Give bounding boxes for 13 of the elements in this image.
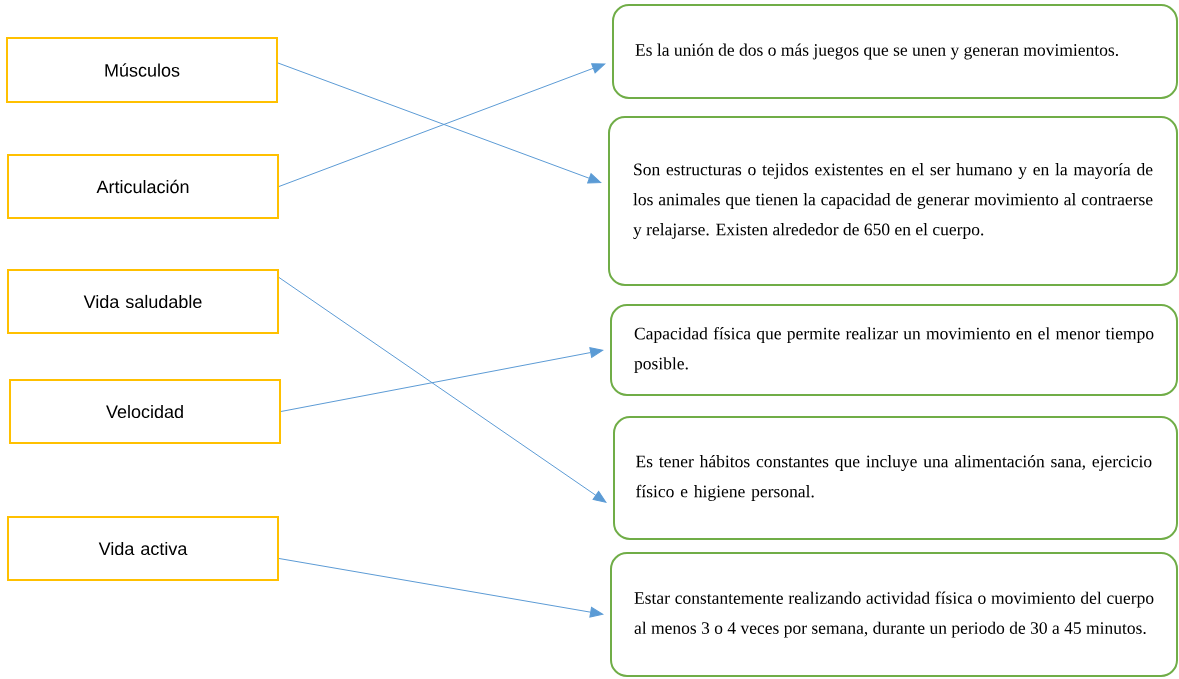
arrow bbox=[278, 558, 604, 618]
definition-box: Capacidad física que permite realizar un movimiento en el menor tiempo posible. bbox=[610, 304, 1178, 396]
definition-box: Estar constantemente realizando actividad física o movimiento del cuerpo al menos 3 o 4 veces por semana, durante un periodo de 30 a 45 minutos. bbox=[610, 552, 1178, 677]
term-box: Velocidad bbox=[9, 379, 281, 444]
definition-box: Es tener hábitos constantes que incluye una alimentación sana, ejercicio físico e higiene personal. bbox=[613, 416, 1178, 540]
term-box: Músculos bbox=[6, 37, 278, 103]
definition-box: Es la unión de dos o más juegos que se unen y generan movimientos. bbox=[612, 4, 1178, 99]
arrow bbox=[280, 347, 604, 412]
definition-box: Son estructuras o tejidos existentes en el ser humano y en la mayoría de los animales que tienen la capacidad de generar movimiento al contraerse y relajarse. Existen alrededor de 650 en el cuerpo. bbox=[608, 116, 1178, 286]
term-box: Vida activa bbox=[7, 516, 279, 581]
term-box: Vida saludable bbox=[7, 269, 279, 334]
arrow bbox=[278, 277, 607, 503]
term-box: Articulación bbox=[7, 154, 279, 219]
